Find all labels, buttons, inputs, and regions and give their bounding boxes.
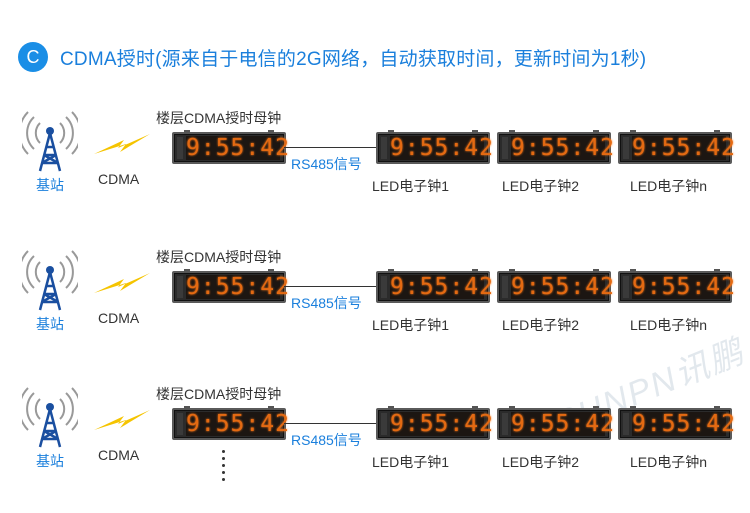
led-clock-time: 9:55:42 [511, 135, 615, 161]
tower-icon [22, 111, 78, 172]
led-clock-time: 9:55:42 [511, 411, 615, 437]
led-clock-time: 9:55:42 [390, 135, 494, 161]
system-row-2: 基站 CDMA 楼层CDMA授时母钟 9:55:42 RS485信号 9:55:… [0, 243, 750, 353]
led-clock-1: 9:55:42 [376, 406, 494, 440]
led-clock-2: 9:55:42 [497, 406, 615, 440]
led-clock-time: 9:55:42 [511, 274, 615, 300]
rs485-label: RS485信号 [291, 156, 362, 172]
led-clock-label: LED电子钟n [630, 454, 708, 470]
cdma-label: CDMA [98, 310, 140, 326]
lightning-bolt-icon [94, 273, 150, 293]
rs485-label: RS485信号 [291, 432, 362, 448]
section-title: CDMA授时(源来自于电信的2G网络，自动获取时间，更新时间为1秒) [60, 48, 647, 70]
rs485-label: RS485信号 [291, 295, 362, 311]
cdma-label: CDMA [98, 447, 140, 463]
led-clock-1: 9:55:42 [376, 269, 494, 303]
led-clock-label: LED电子钟2 [502, 454, 580, 470]
continuation-dots [222, 450, 226, 485]
header: C CDMA授时(源来自于电信的2G网络，自动获取时间，更新时间为1秒) [18, 42, 646, 72]
led-clock-label: LED电子钟2 [502, 178, 580, 194]
master-clock-time: 9:55:42 [186, 411, 290, 437]
led-clock-label: LED电子钟n [630, 178, 708, 194]
rs485-wire [284, 147, 376, 148]
led-clock-2: 9:55:42 [497, 130, 615, 164]
lightning-bolt-icon [94, 134, 150, 154]
master-clock-label: 楼层CDMA授时母钟 [156, 386, 282, 402]
master-clock-time: 9:55:42 [186, 135, 290, 161]
tower-icon [22, 387, 78, 448]
led-clock-label: LED电子钟1 [372, 178, 450, 194]
led-clock-label: LED电子钟1 [372, 317, 450, 333]
master-clock: 9:55:42 [172, 406, 290, 440]
lightning-bolt-icon [94, 410, 150, 430]
led-clock-n: 9:55:42 [618, 130, 736, 164]
led-clock-label: LED电子钟1 [372, 454, 450, 470]
led-clock-label: LED电子钟n [630, 317, 708, 333]
led-clock-time: 9:55:42 [632, 135, 736, 161]
led-clock-1: 9:55:42 [376, 130, 494, 164]
rs485-wire [284, 423, 376, 424]
station-label: 基站 [36, 453, 64, 469]
cdma-label: CDMA [98, 171, 140, 187]
master-clock-label: 楼层CDMA授时母钟 [156, 110, 282, 126]
section-badge: C [18, 42, 48, 72]
rs485-wire [284, 286, 376, 287]
tower-icon [22, 250, 78, 311]
led-clock-time: 9:55:42 [390, 411, 494, 437]
led-clock-n: 9:55:42 [618, 406, 736, 440]
station-label: 基站 [36, 177, 64, 193]
master-clock: 9:55:42 [172, 269, 290, 303]
master-clock: 9:55:42 [172, 130, 290, 164]
led-clock-time: 9:55:42 [632, 411, 736, 437]
system-row-3: 基站 CDMA 楼层CDMA授时母钟 9:55:42 RS485信号 9:55:… [0, 380, 750, 490]
master-clock-label: 楼层CDMA授时母钟 [156, 249, 282, 265]
led-clock-time: 9:55:42 [632, 274, 736, 300]
led-clock-label: LED电子钟2 [502, 317, 580, 333]
led-clock-2: 9:55:42 [497, 269, 615, 303]
led-clock-time: 9:55:42 [390, 274, 494, 300]
station-label: 基站 [36, 316, 64, 332]
led-clock-n: 9:55:42 [618, 269, 736, 303]
system-row-1: 基站 CDMA 楼层CDMA授时母钟 9:55:42 RS485信号 9:55:… [0, 104, 750, 214]
master-clock-time: 9:55:42 [186, 274, 290, 300]
